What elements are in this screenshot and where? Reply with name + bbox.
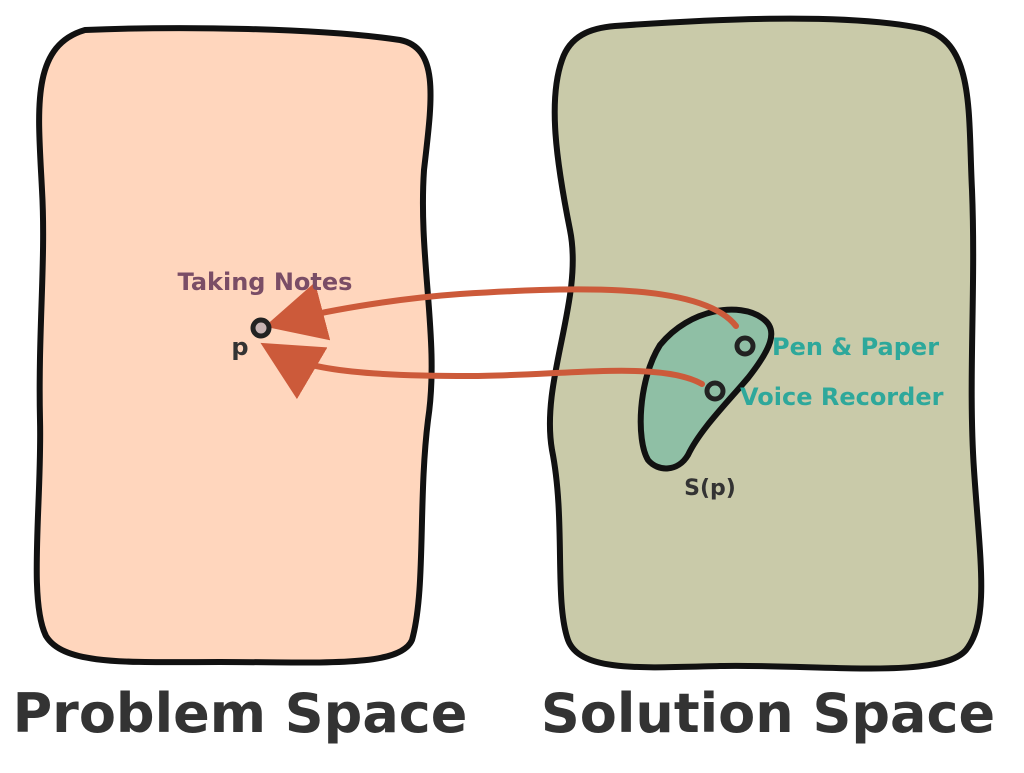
- solution-label-pen-paper: Pen & Paper: [772, 333, 939, 361]
- problem-space-region: [33, 25, 435, 666]
- solution-space-title: Solution Space: [541, 682, 995, 745]
- arrow-pen-paper-to-problem: [264, 282, 739, 341]
- problem-label-taking-notes: Taking Notes: [178, 268, 353, 296]
- pen-paper-point-marker: [734, 335, 756, 357]
- voice-recorder-point-marker: [704, 380, 726, 402]
- solution-subset-label: S(p): [684, 476, 736, 501]
- problem-space-title: Problem Space: [13, 682, 468, 745]
- arrow-voice-recorder-to-problem: [260, 342, 705, 400]
- problem-point-label: p: [231, 333, 248, 361]
- solution-label-voice-recorder: Voice Recorder: [740, 383, 944, 411]
- problem-point-marker: [250, 317, 272, 339]
